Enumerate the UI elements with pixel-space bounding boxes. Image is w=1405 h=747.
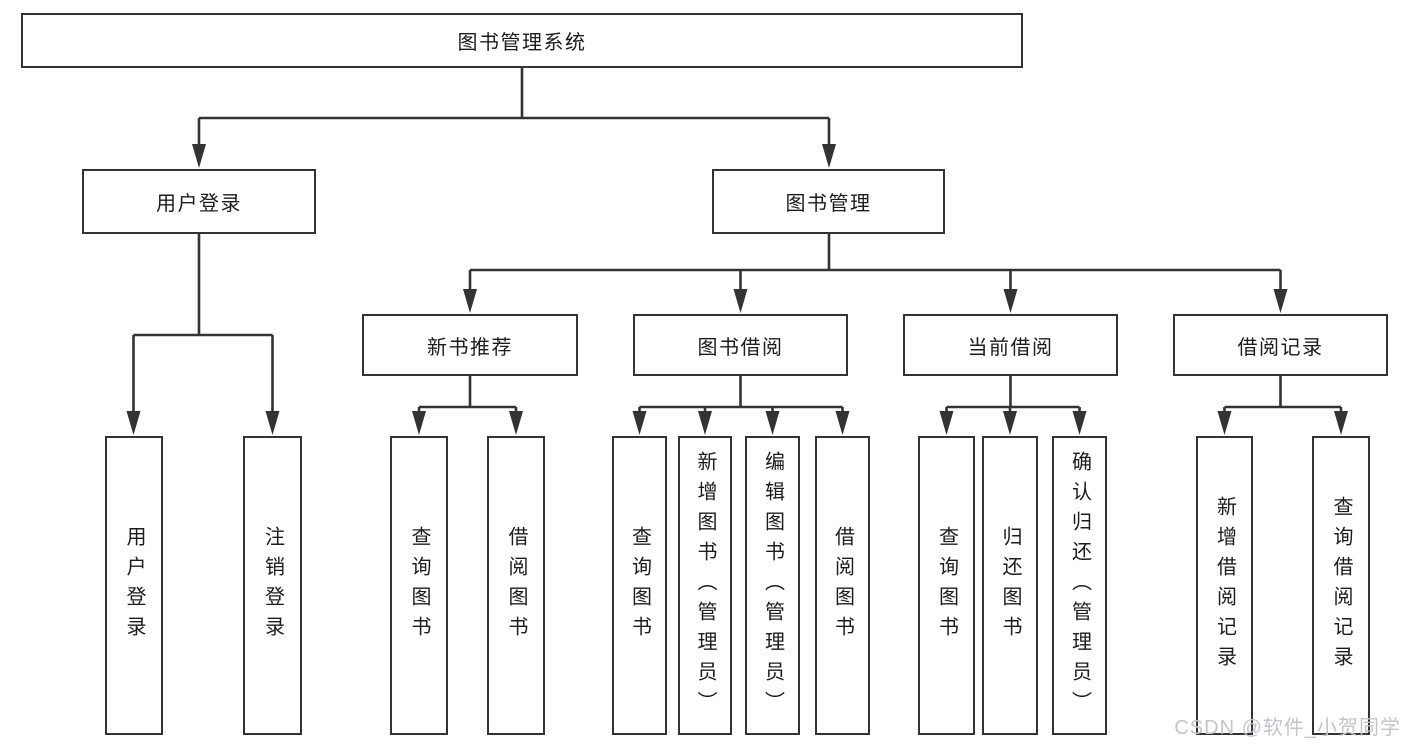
node-book-borrowing: 图书借阅 [633, 314, 848, 376]
leaf-query-books-borrow-label: 查询图书 [628, 525, 651, 646]
leaf-query-books-current: 查询图书 [918, 436, 975, 735]
leaf-logout: 注销登录 [243, 436, 302, 735]
leaf-edit-books-admin-label: 编辑图书（管理员） [761, 450, 784, 721]
node-root-label: 图书管理系统 [457, 32, 587, 54]
node-current-borrowing: 当前借阅 [903, 314, 1118, 376]
leaf-return-books-label: 归还图书 [999, 525, 1021, 646]
node-borrowing-records: 借阅记录 [1173, 314, 1388, 376]
leaf-query-borrow-record-label: 查询借阅记录 [1330, 495, 1352, 676]
node-current-borrowing-label: 当前借阅 [967, 336, 1054, 359]
leaf-confirm-return-admin-label: 确认归还（管理员） [1068, 450, 1091, 721]
leaf-confirm-return-admin: 确认归还（管理员） [1052, 436, 1107, 735]
leaf-user-login-label: 用户登录 [123, 525, 145, 646]
leaf-query-books-borrow: 查询图书 [612, 436, 667, 735]
leaf-borrow-books-recommend: 借阅图书 [487, 436, 545, 735]
leaf-borrow-books-label: 借阅图书 [831, 525, 854, 646]
leaf-borrow-books-recommend-label: 借阅图书 [505, 525, 527, 646]
leaf-query-books-recommend: 查询图书 [390, 436, 448, 735]
leaf-query-books-current-label: 查询图书 [935, 525, 958, 646]
leaf-add-books-admin: 新增图书（管理员） [678, 436, 732, 735]
leaf-query-books-recommend-label: 查询图书 [408, 525, 430, 646]
node-book-management: 图书管理 [712, 169, 945, 234]
leaf-edit-books-admin: 编辑图书（管理员） [745, 436, 800, 735]
node-book-management-label: 图书管理 [785, 193, 872, 215]
leaf-query-borrow-record: 查询借阅记录 [1312, 436, 1370, 735]
leaf-user-login: 用户登录 [105, 436, 163, 735]
leaf-borrow-books: 借阅图书 [815, 436, 870, 735]
node-user-login-label: 用户登录 [156, 193, 242, 215]
node-user-login: 用户登录 [82, 169, 316, 234]
node-new-book-recommend-label: 新书推荐 [427, 336, 513, 359]
node-new-book-recommend: 新书推荐 [362, 314, 578, 376]
node-book-borrowing-label: 图书借阅 [697, 336, 784, 359]
node-root: 图书管理系统 [21, 13, 1023, 68]
leaf-add-books-admin-label: 新增图书（管理员） [694, 450, 716, 721]
csdn-watermark: CSDN @软件_小贺同学 [1174, 717, 1401, 739]
leaf-add-borrow-record: 新增借阅记录 [1196, 436, 1253, 735]
node-borrowing-records-label: 借阅记录 [1237, 336, 1324, 359]
leaf-add-borrow-record-label: 新增借阅记录 [1213, 495, 1236, 676]
leaf-logout-label: 注销登录 [261, 525, 284, 646]
leaf-return-books: 归还图书 [982, 436, 1038, 735]
